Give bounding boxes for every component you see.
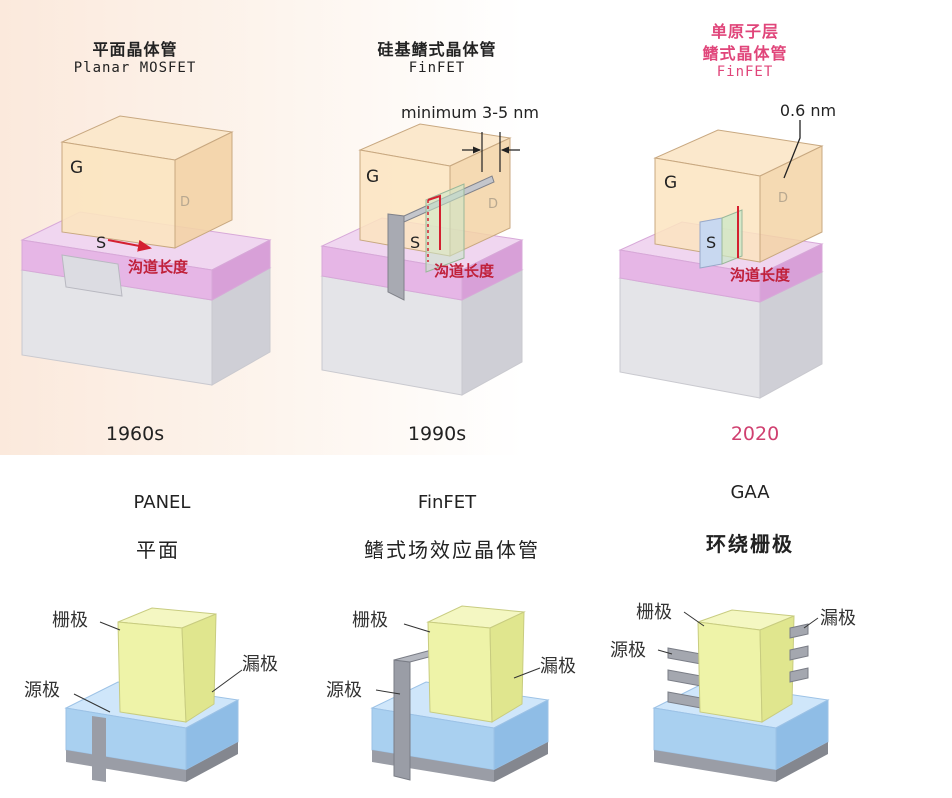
bottom-gaa-drain-leader xyxy=(804,618,818,628)
atomic-source-label: S xyxy=(706,233,716,252)
bottom-finfet-device: 栅极 源极 漏极 xyxy=(326,606,576,782)
bottom-planar-gate-side xyxy=(182,614,216,722)
bottom-planar-gate-leader xyxy=(100,622,120,630)
finfet-drain-label: D xyxy=(488,197,498,212)
atomic-finfet-device: 0.6 nm G S D 沟道长度 xyxy=(620,101,836,398)
bottom-gaa-gate-label: 栅极 xyxy=(636,602,672,623)
finfet-dimension-label: minimum 3-5 nm xyxy=(401,103,539,122)
bottom-finfet-drain-label: 漏极 xyxy=(540,656,576,677)
planar-channel-label: 沟道长度 xyxy=(128,258,189,276)
bottom-gaa-device: 栅极 源极 漏极 xyxy=(610,602,856,782)
planar-mosfet-device: G S D 沟道长度 xyxy=(22,116,270,385)
bottom-planar-drain-leader xyxy=(212,670,242,692)
finfet-device: minimum 3-5 nm G S D 沟道长度 xyxy=(322,103,539,395)
bottom-gaa-gate-side xyxy=(760,616,794,722)
bottom-gaa-drain-label: 漏极 xyxy=(820,608,856,629)
bottom-planar-gate-front xyxy=(118,622,186,722)
planar-gate-label: G xyxy=(70,158,83,178)
finfet-channel-region xyxy=(426,184,464,272)
planar-source-label: S xyxy=(96,233,106,252)
bottom-finfet-gate-leader xyxy=(404,624,430,632)
bottom-finfet-gate-front xyxy=(428,622,492,722)
bottom-gaa-source-label: 源极 xyxy=(610,640,646,661)
finfet-source-label: S xyxy=(410,233,420,252)
planar-drain-label: D xyxy=(180,195,190,210)
finfet-fin-front xyxy=(388,214,404,300)
bottom-planar-source-contact xyxy=(92,716,106,782)
bottom-finfet-source-label: 源极 xyxy=(326,680,362,701)
atomic-drain-label: D xyxy=(778,191,788,206)
finfet-channel-label: 沟道长度 xyxy=(434,262,495,280)
finfet-gate-label: G xyxy=(366,167,379,187)
bottom-gaa-gate-leader xyxy=(684,612,704,626)
bottom-planar-gate-label: 栅极 xyxy=(52,610,88,631)
bottom-finfet-fin-front xyxy=(394,660,410,780)
bottom-planar-device: 栅极 源极 漏极 xyxy=(24,608,278,782)
bottom-planar-drain-label: 漏极 xyxy=(242,654,278,675)
atomic-gate-label: G xyxy=(664,173,677,193)
atomic-channel-label: 沟道长度 xyxy=(730,266,791,284)
bottom-finfet-gate-label: 栅极 xyxy=(352,610,388,631)
bottom-finfet-gate-side xyxy=(490,612,524,722)
bottom-gaa-gate-front xyxy=(698,622,762,722)
atomic-dimension-label: 0.6 nm xyxy=(780,101,836,120)
bottom-planar-source-label: 源极 xyxy=(24,680,60,701)
